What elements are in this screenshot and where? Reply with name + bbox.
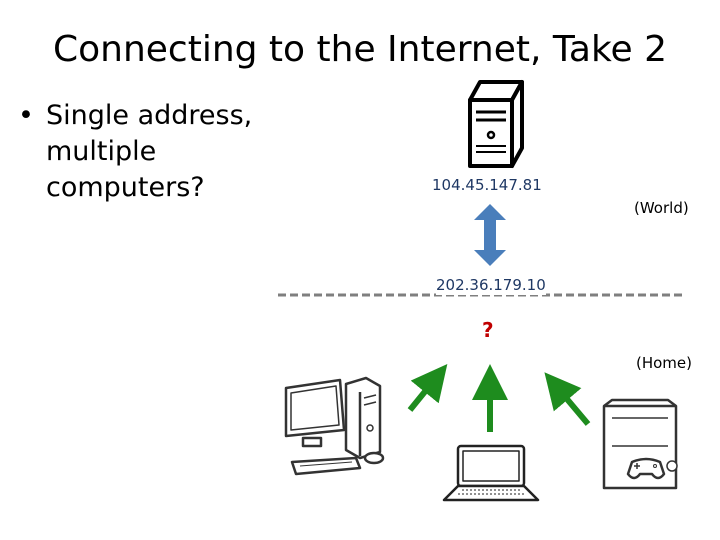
unknown-mark: ? <box>482 318 494 342</box>
bullet-text: Single address, multiple computers? <box>46 100 253 203</box>
home-ip-label: 202.36.179.10 <box>436 275 546 295</box>
world-label: (World) <box>634 199 689 217</box>
desktop-arrow <box>407 364 448 412</box>
desktop-computer-icon <box>284 376 385 476</box>
slide-title: Connecting to the Internet, Take 2 <box>52 29 668 70</box>
laptop-icon <box>442 444 540 502</box>
uplink-double-arrow <box>474 204 506 266</box>
home-label: (Home) <box>636 354 693 372</box>
game-console-icon <box>602 398 678 490</box>
server-ip-label: 104.45.147.81 <box>432 176 542 194</box>
server-icon <box>468 80 524 168</box>
console-arrow <box>544 372 591 426</box>
device-arrows <box>407 364 591 432</box>
bullet-marker: • <box>18 100 34 131</box>
